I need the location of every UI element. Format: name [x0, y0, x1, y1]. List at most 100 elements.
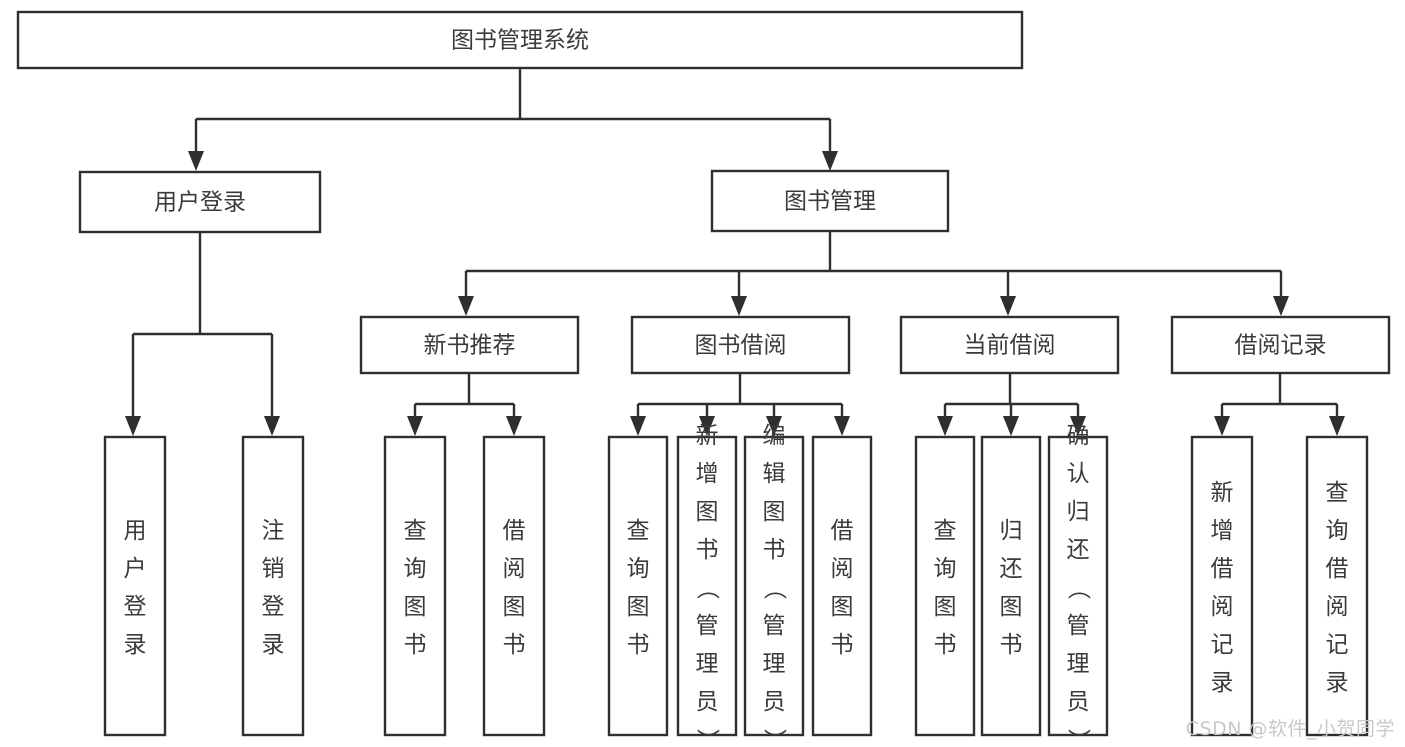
level3-node-3-box[interactable] [1170, 315, 1391, 375]
level2-node-1-label: 图书管理 [784, 189, 876, 215]
svg-text:询: 询 [627, 556, 650, 582]
svg-text:书: 书 [503, 632, 526, 658]
leaf-node-10-box[interactable] [1047, 435, 1109, 737]
svg-text:询: 询 [934, 556, 957, 582]
root-node-tushuguanlixitong-label: 图书管理系统 [451, 28, 589, 54]
level2-node-1-box[interactable] [710, 169, 950, 233]
arrow-head-icon [1070, 416, 1086, 436]
svg-text:借: 借 [1211, 556, 1234, 582]
svg-text:认: 认 [1067, 461, 1090, 487]
svg-text:图: 图 [404, 594, 427, 620]
svg-text:图: 图 [503, 594, 526, 620]
leaf-node-9-box[interactable] [980, 435, 1042, 737]
svg-text:图: 图 [763, 499, 786, 525]
svg-text:管: 管 [696, 613, 719, 639]
leaf-node-8-box[interactable] [914, 435, 976, 737]
svg-text:）: ） [1065, 729, 1091, 747]
svg-text:管: 管 [763, 613, 786, 639]
svg-text:图: 图 [831, 594, 854, 620]
svg-text:借: 借 [831, 518, 854, 544]
svg-text:归: 归 [1067, 499, 1090, 525]
leaf-node-1-box[interactable] [241, 435, 305, 737]
leaf-node-2-box[interactable] [383, 435, 447, 737]
svg-text:查: 查 [627, 518, 650, 544]
svg-text:归: 归 [1000, 518, 1023, 544]
level2-node-0-label: 用户登录 [154, 190, 246, 216]
svg-text:用: 用 [124, 518, 147, 544]
svg-text:理: 理 [763, 651, 786, 677]
leaf-node-7-box[interactable] [811, 435, 873, 737]
svg-text:查: 查 [1326, 480, 1349, 506]
svg-text:记: 记 [1211, 632, 1234, 658]
svg-text:书: 书 [831, 632, 854, 658]
svg-text:新: 新 [1211, 480, 1234, 506]
svg-text:注: 注 [262, 518, 285, 544]
svg-text:录: 录 [1326, 670, 1349, 696]
arrow-head-icon [458, 296, 474, 316]
svg-text:阅: 阅 [503, 556, 526, 582]
level3-node-1-label: 图书借阅 [695, 333, 787, 359]
leaf-node-4-box[interactable] [607, 435, 669, 737]
leaf-node-12-box[interactable] [1305, 435, 1369, 737]
arrow-head-icon [766, 416, 782, 436]
arrow-head-icon [699, 416, 715, 436]
arrow-head-icon [630, 416, 646, 436]
svg-text:登: 登 [262, 594, 285, 620]
svg-text:书: 书 [763, 537, 786, 563]
svg-text:借: 借 [503, 518, 526, 544]
svg-text:书: 书 [934, 632, 957, 658]
arrow-head-icon [188, 151, 204, 171]
svg-text:员: 员 [696, 689, 719, 715]
leaf-node-6-box[interactable] [743, 435, 805, 737]
node-layer: 图书管理系统用户登录图书管理新书推荐图书借阅当前借阅借阅记录用户登录注销登录查询… [16, 10, 1391, 747]
svg-text:新: 新 [696, 423, 719, 449]
leaf-node-11-box[interactable] [1190, 435, 1254, 737]
svg-text:员: 员 [1067, 689, 1090, 715]
svg-text:图: 图 [627, 594, 650, 620]
svg-text:录: 录 [124, 632, 147, 658]
arrow-head-icon [731, 296, 747, 316]
svg-text:户: 户 [124, 556, 147, 582]
level3-node-2-label: 当前借阅 [964, 333, 1056, 359]
svg-text:理: 理 [1067, 651, 1090, 677]
level3-node-0-box[interactable] [359, 315, 580, 375]
svg-text:借: 借 [1326, 556, 1349, 582]
level3-node-1-box[interactable] [630, 315, 851, 375]
svg-text:录: 录 [1211, 670, 1234, 696]
svg-text:登: 登 [124, 594, 147, 620]
svg-text:阅: 阅 [1211, 594, 1234, 620]
svg-text:记: 记 [1326, 632, 1349, 658]
arrow-head-icon [264, 416, 280, 436]
svg-text:增: 增 [696, 461, 719, 487]
svg-text:书: 书 [404, 632, 427, 658]
svg-text:询: 询 [404, 556, 427, 582]
svg-text:）: ） [694, 729, 720, 747]
arrow-head-icon [1329, 416, 1345, 436]
leaf-node-0-box[interactable] [103, 435, 167, 737]
svg-text:）: ） [761, 729, 787, 747]
level3-node-0-label: 新书推荐 [424, 333, 516, 359]
arrow-head-icon [834, 416, 850, 436]
arrow-head-icon [1214, 416, 1230, 436]
level2-node-0-box[interactable] [78, 170, 322, 234]
root-node-tushuguanlixitong-box[interactable] [16, 10, 1024, 70]
svg-text:阅: 阅 [831, 556, 854, 582]
leaf-node-0-label: 用户登录 [124, 518, 147, 658]
svg-text:录: 录 [262, 632, 285, 658]
svg-text:询: 询 [1326, 518, 1349, 544]
leaf-node-5-box[interactable] [676, 435, 738, 737]
svg-text:（: （ [1065, 577, 1091, 600]
leaf-node-3-box[interactable] [482, 435, 546, 737]
level3-node-2-box[interactable] [899, 315, 1120, 375]
svg-text:书: 书 [1000, 632, 1023, 658]
svg-text:还: 还 [1000, 556, 1023, 582]
